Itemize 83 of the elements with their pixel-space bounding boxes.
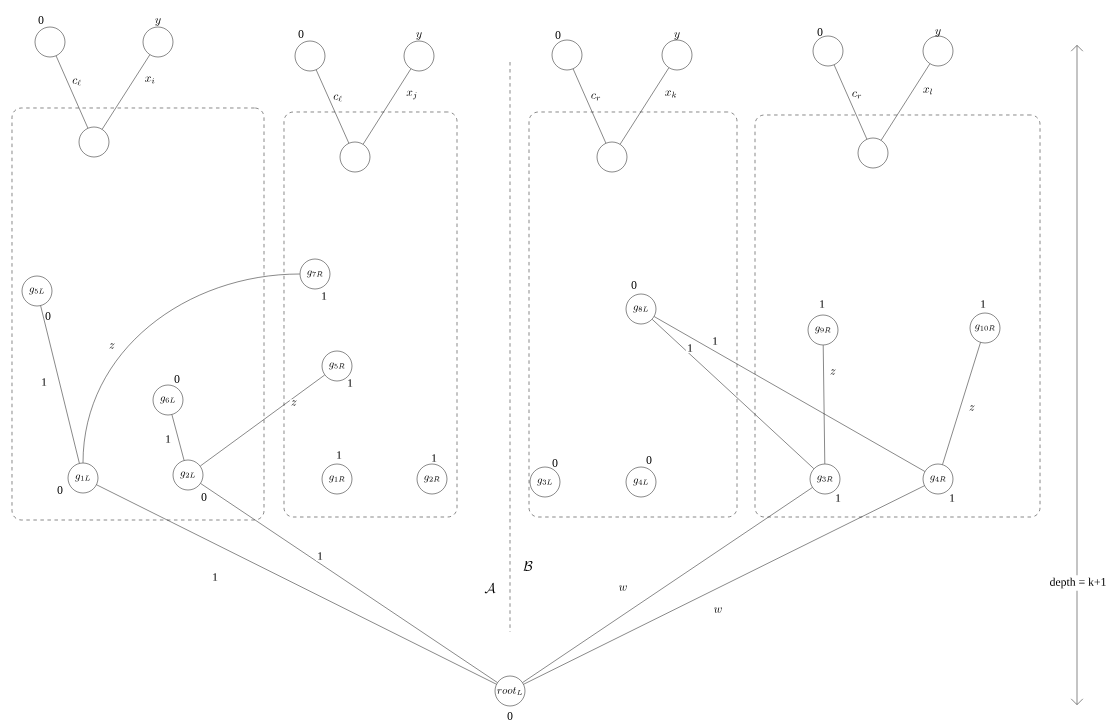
edge-label: 1	[315, 550, 325, 562]
edge-label: $c_\ell$	[332, 93, 344, 103]
node-value: 0	[631, 281, 637, 289]
node-value: 0	[817, 28, 823, 36]
empty-circle	[857, 137, 889, 169]
node-value: 0	[552, 459, 558, 467]
edge-line	[654, 316, 926, 472]
edge-line	[82, 273, 300, 463]
edge-line	[651, 319, 815, 469]
edge-label: $z$	[828, 368, 838, 376]
edge-line	[619, 67, 670, 145]
node-value: $y$	[674, 32, 680, 40]
region-label: $\mathcal{A}$	[484, 582, 496, 594]
node-value: 0	[38, 16, 44, 24]
edge-label: 1	[710, 335, 720, 347]
edge-label: $c_\ell$	[71, 77, 83, 87]
empty-circle	[596, 141, 628, 173]
node-value: $y$	[935, 29, 941, 37]
edge-line	[880, 63, 931, 141]
edge-label: $z$	[107, 342, 117, 350]
edge-label: 1	[685, 342, 695, 354]
edge-line	[40, 305, 80, 464]
edge-line	[55, 55, 89, 129]
edge-line	[171, 414, 185, 461]
dashed-box	[754, 114, 1041, 518]
node-value: 1	[950, 494, 955, 502]
empty-circle	[142, 26, 174, 58]
edge-label: $c_r$	[589, 92, 603, 102]
empty-circle	[661, 39, 693, 71]
empty-circle	[812, 35, 844, 67]
empty-circle	[339, 141, 371, 173]
edge-line	[942, 342, 981, 465]
empty-circle	[922, 35, 954, 67]
edge-line	[101, 54, 151, 130]
edge-line	[96, 484, 497, 685]
node-value: 1	[981, 300, 986, 308]
node-value: 1	[348, 379, 353, 387]
edge-label: $x_l$	[921, 86, 935, 96]
node-value: 1	[432, 454, 437, 462]
edge-line	[522, 487, 813, 683]
node-value: $y$	[155, 18, 161, 26]
edge-line	[200, 374, 325, 467]
edge-label: 1	[163, 433, 173, 445]
node-value: 0	[174, 375, 180, 383]
node-value: 1	[322, 292, 327, 300]
edge-line	[572, 68, 607, 144]
edge-label: $w$	[712, 606, 724, 614]
empty-circle	[294, 40, 326, 72]
edge-label: $x_j$	[405, 89, 419, 101]
node-value: 0	[646, 456, 652, 464]
dashed-box	[528, 111, 738, 518]
edge-label: 1	[39, 376, 49, 388]
edge-line	[833, 64, 868, 140]
empty-circle	[34, 26, 66, 58]
node-value: 0	[57, 486, 63, 494]
node-value: 0	[555, 31, 561, 39]
edge-line	[315, 69, 350, 144]
edge-label: $z$	[967, 404, 977, 412]
empty-circle	[403, 40, 435, 72]
dashed-box	[11, 107, 265, 521]
node-value: 0	[201, 493, 207, 501]
edge-label: $c_r$	[850, 90, 864, 100]
node-value: 0	[298, 30, 304, 38]
node-value: 0	[507, 712, 513, 720]
empty-circle	[78, 126, 110, 158]
dimension-label: depth = k+1	[1047, 575, 1109, 591]
edge-line	[523, 485, 925, 685]
edge-label: $x_k$	[663, 89, 679, 99]
edge-line	[362, 68, 412, 145]
dashed-box	[283, 111, 458, 518]
edge-label: $w$	[617, 584, 629, 592]
edge-label: 1	[210, 571, 220, 583]
edge-label: $z$	[289, 399, 299, 407]
node-value: 1	[836, 494, 841, 502]
node-value: 1	[820, 300, 825, 308]
empty-circle	[551, 39, 583, 71]
node-value: $y$	[416, 32, 422, 40]
edge-label: $x_i$	[143, 75, 157, 85]
node-value: 1	[337, 451, 342, 459]
edge-line	[822, 345, 826, 464]
region-label: $\mathcal{B}$	[523, 560, 533, 572]
node-value: 0	[45, 312, 51, 320]
edge-line	[200, 483, 498, 683]
